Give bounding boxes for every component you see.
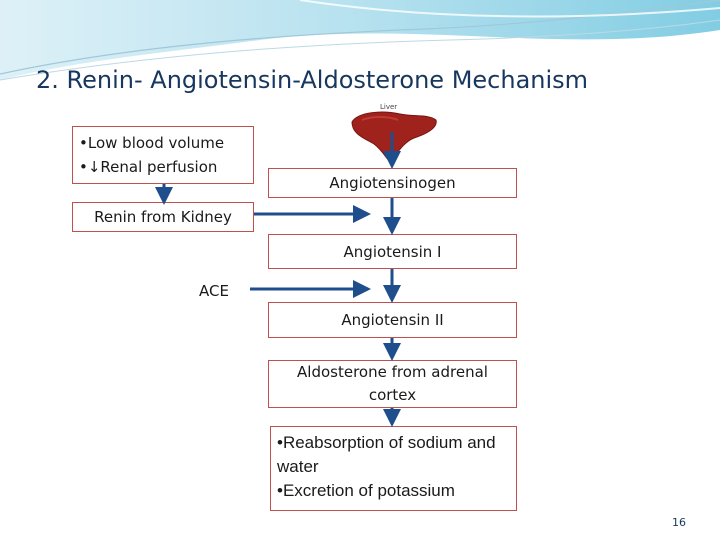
trigger-item-renal-perfusion: ↓Renal perfusion <box>79 155 253 179</box>
angiotensinogen-box: Angiotensinogen <box>268 168 517 198</box>
effect-item-potassium: Excretion of potassium <box>277 479 513 503</box>
renin-box: Renin from Kidney <box>72 202 254 232</box>
trigger-box: Low blood volume ↓Renal perfusion <box>72 126 254 184</box>
liver-label: Liver <box>380 103 397 111</box>
angiotensin1-label: Angiotensin I <box>343 242 442 261</box>
renin-label: Renin from Kidney <box>94 208 232 226</box>
trigger-item-low-blood-volume: Low blood volume <box>79 131 253 155</box>
angiotensin1-box: Angiotensin I <box>268 234 517 269</box>
slide-title: 2. Renin- Angiotensin-Aldosterone Mechan… <box>36 66 589 94</box>
aldosterone-box: Aldosterone from adrenal cortex <box>268 360 517 408</box>
angiotensin2-box: Angiotensin II <box>268 302 517 338</box>
effect-item-reabsorption: Reabsorption of sodium and water <box>277 431 513 479</box>
angiotensinogen-label: Angiotensinogen <box>329 174 456 192</box>
page-number: 16 <box>672 516 686 529</box>
aldosterone-label: Aldosterone from adrenal cortex <box>297 363 488 404</box>
header-swoosh-decoration <box>0 0 720 81</box>
angiotensin2-label: Angiotensin II <box>341 311 444 329</box>
liver-image: Liver <box>348 100 440 166</box>
effects-box: Reabsorption of sodium and water Excreti… <box>270 426 517 511</box>
ace-label: ACE <box>199 282 229 300</box>
